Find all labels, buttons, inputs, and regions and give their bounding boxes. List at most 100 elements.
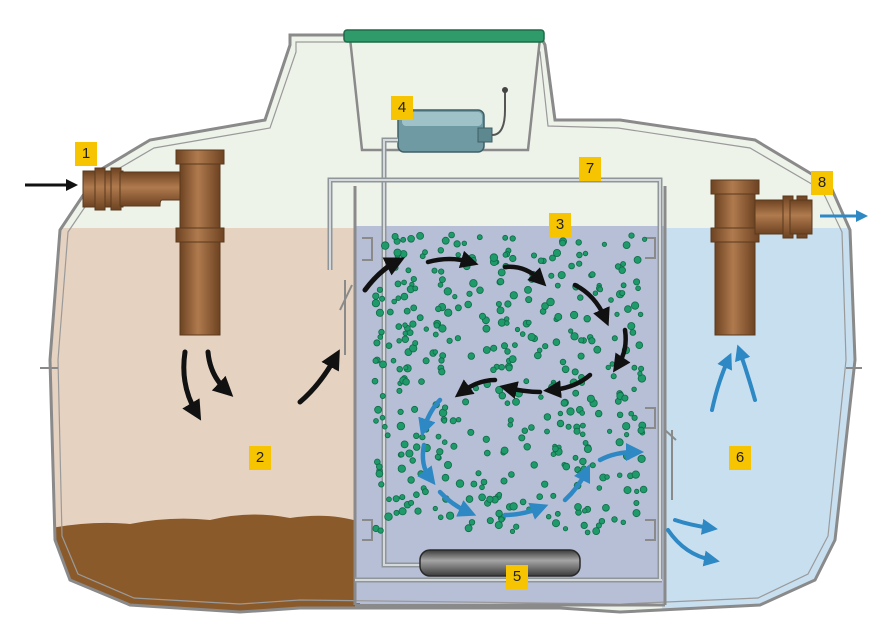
media-granule — [509, 528, 516, 535]
media-granule — [631, 414, 638, 421]
media-granule — [579, 431, 586, 438]
media-granule — [614, 311, 620, 317]
outlet-flow-arrows — [666, 344, 757, 567]
media-granule — [396, 366, 403, 373]
media-granule — [554, 312, 563, 321]
media-granule — [583, 444, 592, 453]
media-granule — [486, 517, 494, 525]
media-granule — [500, 342, 508, 350]
media-granule — [441, 473, 450, 482]
label-3: 3 — [549, 213, 571, 237]
media-granule — [478, 493, 486, 502]
media-granule — [623, 431, 630, 438]
media-granule — [582, 508, 588, 514]
media-granule — [508, 471, 515, 478]
media-granule — [597, 286, 604, 293]
media-granule — [398, 507, 407, 516]
media-granule — [509, 235, 516, 242]
media-granule — [464, 300, 473, 309]
media-granule — [496, 491, 503, 498]
media-granule — [418, 378, 425, 385]
media-granule — [620, 261, 626, 267]
biological-chamber — [355, 225, 665, 603]
media-granule — [552, 338, 561, 347]
media-granule — [504, 320, 510, 326]
media-granule — [504, 348, 511, 355]
outlet-baffle — [664, 429, 677, 500]
media-granule — [578, 337, 585, 344]
media-granule — [466, 290, 473, 297]
media-granule — [394, 280, 402, 288]
media-granule — [419, 434, 426, 441]
media-granule — [417, 470, 425, 478]
media-granule — [467, 352, 475, 360]
media-granule — [478, 312, 486, 320]
media-granule — [557, 271, 566, 280]
label-7: 7 — [579, 157, 601, 181]
media-granule — [416, 231, 425, 240]
media-granule — [476, 234, 483, 241]
media-granule — [580, 521, 588, 530]
media-granule — [482, 346, 491, 354]
media-granule — [629, 329, 637, 336]
media-granule — [523, 378, 530, 385]
media-granule — [505, 364, 513, 372]
media-granule — [403, 307, 411, 315]
media-granule — [543, 413, 552, 421]
media-granule — [381, 423, 388, 430]
media-granule — [627, 322, 636, 331]
media-granule — [559, 239, 566, 247]
label-1: 1 — [75, 142, 97, 166]
media-granule — [386, 308, 394, 316]
media-granule — [634, 488, 640, 494]
media-granule — [561, 365, 570, 374]
media-granule — [476, 286, 484, 294]
media-granule — [604, 474, 610, 480]
media-granule — [628, 410, 634, 417]
media-granule — [464, 524, 473, 533]
media-granule — [552, 519, 561, 528]
media-granule — [465, 495, 474, 503]
lower-circulation-arrows — [417, 397, 644, 520]
media-granule — [441, 417, 448, 424]
media-granule — [453, 240, 461, 248]
media-granule — [548, 272, 555, 279]
media-granule — [508, 355, 517, 364]
media-granule — [507, 417, 514, 424]
media-granule — [403, 365, 409, 371]
media-granule — [495, 509, 503, 518]
media-granule — [537, 347, 543, 353]
media-granule — [377, 334, 384, 340]
media-granule — [489, 253, 499, 262]
media-granule — [409, 320, 417, 328]
media-granule — [562, 526, 569, 532]
media-granule — [637, 311, 644, 318]
media-granule — [377, 527, 384, 534]
media-granule — [525, 296, 533, 304]
media-granule — [372, 357, 379, 364]
media-granule — [583, 315, 591, 323]
media-granule — [400, 236, 407, 243]
media-granule — [385, 342, 393, 350]
media-granule — [553, 248, 562, 257]
media-granule — [621, 394, 629, 402]
media-granule — [422, 249, 428, 256]
media-granule — [560, 399, 568, 407]
media-granule — [528, 424, 535, 431]
media-granule — [588, 337, 596, 345]
media-granule — [592, 527, 601, 535]
media-granule — [400, 292, 409, 301]
media-granule — [441, 236, 450, 245]
media-granule — [412, 285, 419, 292]
media-granule — [409, 457, 416, 464]
media-granule — [519, 331, 526, 337]
media-granule — [623, 486, 632, 495]
media-granule — [544, 428, 550, 435]
media-granule — [537, 257, 545, 264]
media-granule — [413, 432, 420, 439]
media-granule — [637, 426, 645, 434]
media-granule — [373, 339, 381, 347]
media-granule — [502, 252, 509, 258]
